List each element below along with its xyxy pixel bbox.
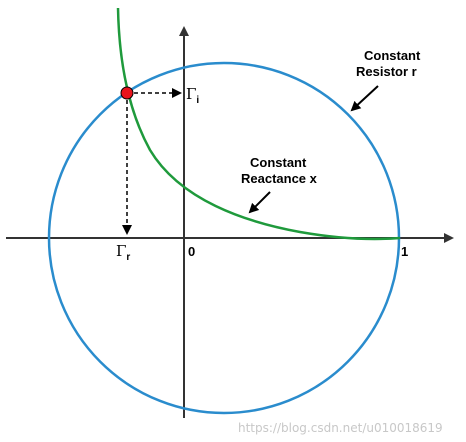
- constant-resistor-label-line1: Constant: [364, 48, 421, 63]
- origin-label: 0: [188, 244, 195, 259]
- gamma-r-label: Γr: [116, 242, 130, 263]
- constant-reactance-pointer: [248, 191, 271, 214]
- constant-reactance-label-line2: Reactance x: [241, 171, 318, 186]
- constant-reactance-curve: [116, 7, 401, 241]
- gamma-i-label: Γi: [186, 85, 199, 106]
- constant-reactance-label-line1: Constant: [250, 155, 307, 170]
- intersection-point: [120, 86, 134, 100]
- constant-resistor-pointer: [350, 85, 379, 112]
- watermark-text: https://blog.csdn.net/u010018619: [238, 421, 443, 435]
- constant-resistor-label-line2: Resistor r: [356, 64, 417, 79]
- one-label: 1: [401, 244, 408, 259]
